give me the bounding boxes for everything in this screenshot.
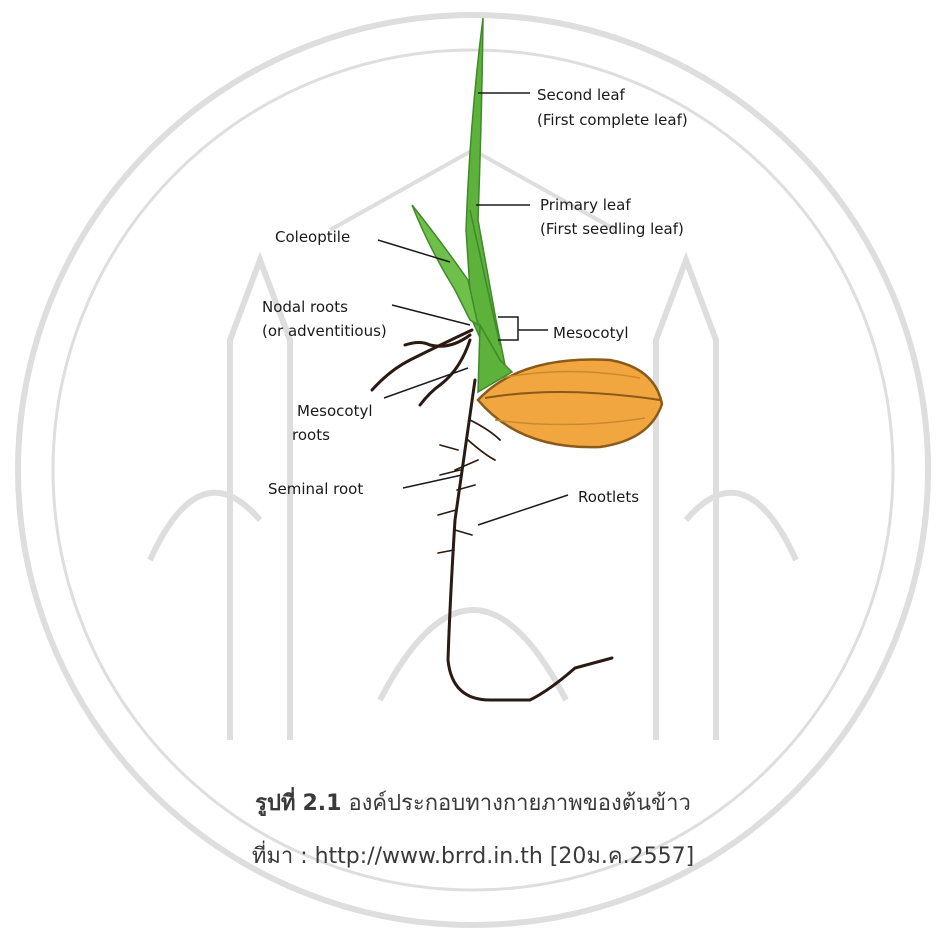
label-second-leaf: Second leaf xyxy=(537,86,626,104)
label-coleoptile: Coleoptile xyxy=(275,228,350,246)
label-mesocotyl-roots: Mesocotyl xyxy=(297,402,373,420)
caption-prefix: รูปที่ xyxy=(255,791,295,816)
figure-caption: รูปที่ 2.1 องค์ประกอบทางกายภาพของต้นข้าว xyxy=(0,785,946,820)
label-seminal-root: Seminal root xyxy=(268,480,363,498)
label-rootlets: Rootlets xyxy=(578,488,639,506)
label-second-leaf-sub: (First complete leaf) xyxy=(537,111,688,129)
caption-title: องค์ประกอบทางกายภาพของต้นข้าว xyxy=(348,791,690,816)
label-primary-leaf-sub: (First seedling leaf) xyxy=(540,220,684,238)
label-nodal-roots-sub: (or adventitious) xyxy=(262,322,387,340)
label-nodal-roots: Nodal roots xyxy=(262,298,348,316)
figure-source: ที่มา : http://www.brrd.in.th [20ม.ค.255… xyxy=(0,838,946,873)
label-mesocotyl-roots-sub: roots xyxy=(292,426,330,444)
label-mesocotyl: Mesocotyl xyxy=(553,324,629,342)
caption-number: 2.1 xyxy=(302,791,341,816)
label-primary-leaf: Primary leaf xyxy=(540,196,631,214)
